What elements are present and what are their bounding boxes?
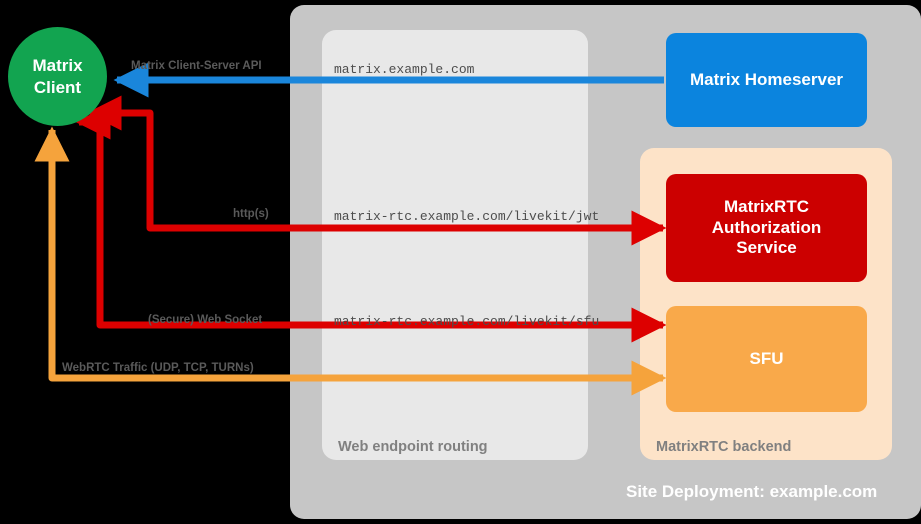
auth-service-label-line2: Authorization: [711, 217, 822, 237]
web-endpoint-routing-label: Web endpoint routing: [338, 439, 488, 455]
auth-service-label-line1: MatrixRTC: [723, 196, 809, 216]
endpoint-label-livekit-jwt: matrix-rtc.example.com/livekit/jwt: [334, 209, 600, 224]
node-matrixrtc-authorization-service[interactable]: MatrixRTC Authorization Service: [666, 174, 867, 282]
endpoint-label-livekit-sfu: matrix-rtc.example.com/livekit/sfu: [334, 314, 600, 329]
endpoint-label-matrix-example-com: matrix.example.com: [334, 62, 475, 77]
node-sfu[interactable]: SFU: [666, 306, 867, 412]
matrix-homeserver-label: Matrix Homeserver: [689, 69, 844, 89]
edge-label-matrix-client-server-api: Matrix Client-Server API: [131, 60, 262, 72]
edge-label-webrtc-traffic: WebRTC Traffic (UDP, TCP, TURNs): [62, 362, 254, 374]
web-endpoint-routing-panel: [322, 30, 588, 460]
edge-label-https: http(s): [233, 208, 269, 220]
auth-service-label-line3: Service: [736, 238, 797, 258]
node-matrix-homeserver[interactable]: Matrix Homeserver: [666, 33, 867, 127]
sfu-label: SFU: [749, 348, 784, 368]
edge-label-secure-web-socket: (Secure) Web Socket: [148, 314, 263, 326]
matrix-client-label-line1: Matrix: [32, 56, 83, 76]
site-deployment-label: Site Deployment: example.com: [626, 482, 878, 501]
matrix-client-label-line2: Client: [33, 77, 82, 97]
node-matrix-client[interactable]: Matrix Client: [8, 27, 107, 126]
matrixrtc-backend-label: MatrixRTC backend: [656, 439, 792, 455]
